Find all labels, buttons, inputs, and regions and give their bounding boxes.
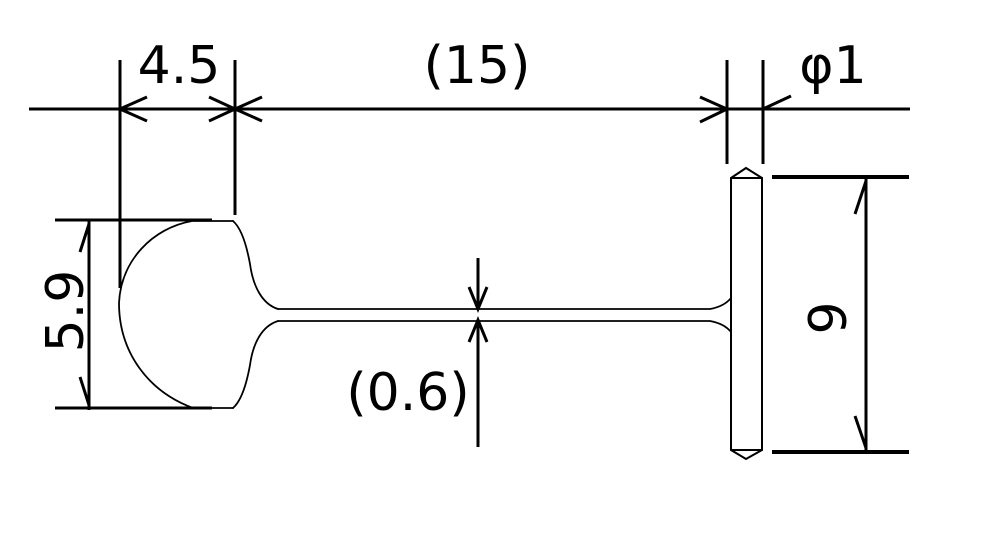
top-dimension-lines xyxy=(29,60,910,288)
stem-bottom-line xyxy=(277,320,732,333)
head-outline xyxy=(118,220,234,409)
dim-label-stem-thickness: (0.6) xyxy=(346,363,469,423)
stem-top-line xyxy=(277,297,732,310)
arrowhead-tick-9-bottom xyxy=(853,415,868,449)
arrowhead-up-0-6 xyxy=(467,316,489,343)
pin-bottom-point xyxy=(730,449,763,461)
arrowhead-right-15 xyxy=(699,95,731,124)
arrowhead-tick-9-top xyxy=(853,180,868,215)
head-taper-top xyxy=(232,220,279,310)
dim-label-head-width: 4.5 xyxy=(138,36,221,96)
arrowhead-down-0-6 xyxy=(467,286,489,313)
arrowhead-left-15 xyxy=(231,95,263,123)
part-outline xyxy=(118,220,732,409)
head-taper-bottom xyxy=(232,320,279,409)
pin-outline xyxy=(730,166,763,461)
dim-label-pin-length: 9 xyxy=(799,301,859,334)
dim-label-overall-length: (15) xyxy=(424,36,531,96)
dim-label-head-height: 5.9 xyxy=(36,270,96,353)
pin-length-dimension xyxy=(772,175,909,454)
arrowhead-tick-5-9-bottom xyxy=(78,376,91,406)
dim-label-pin-diameter: φ1 xyxy=(799,36,866,96)
head-height-dimension xyxy=(55,218,212,410)
arrowhead-tick-5-9-top xyxy=(78,223,91,253)
stem-thickness-dimension xyxy=(467,258,489,447)
arrowhead-left-4-5 xyxy=(116,95,148,123)
arrowhead-tick-phi1 xyxy=(762,94,792,111)
pin-top-point xyxy=(730,166,763,179)
